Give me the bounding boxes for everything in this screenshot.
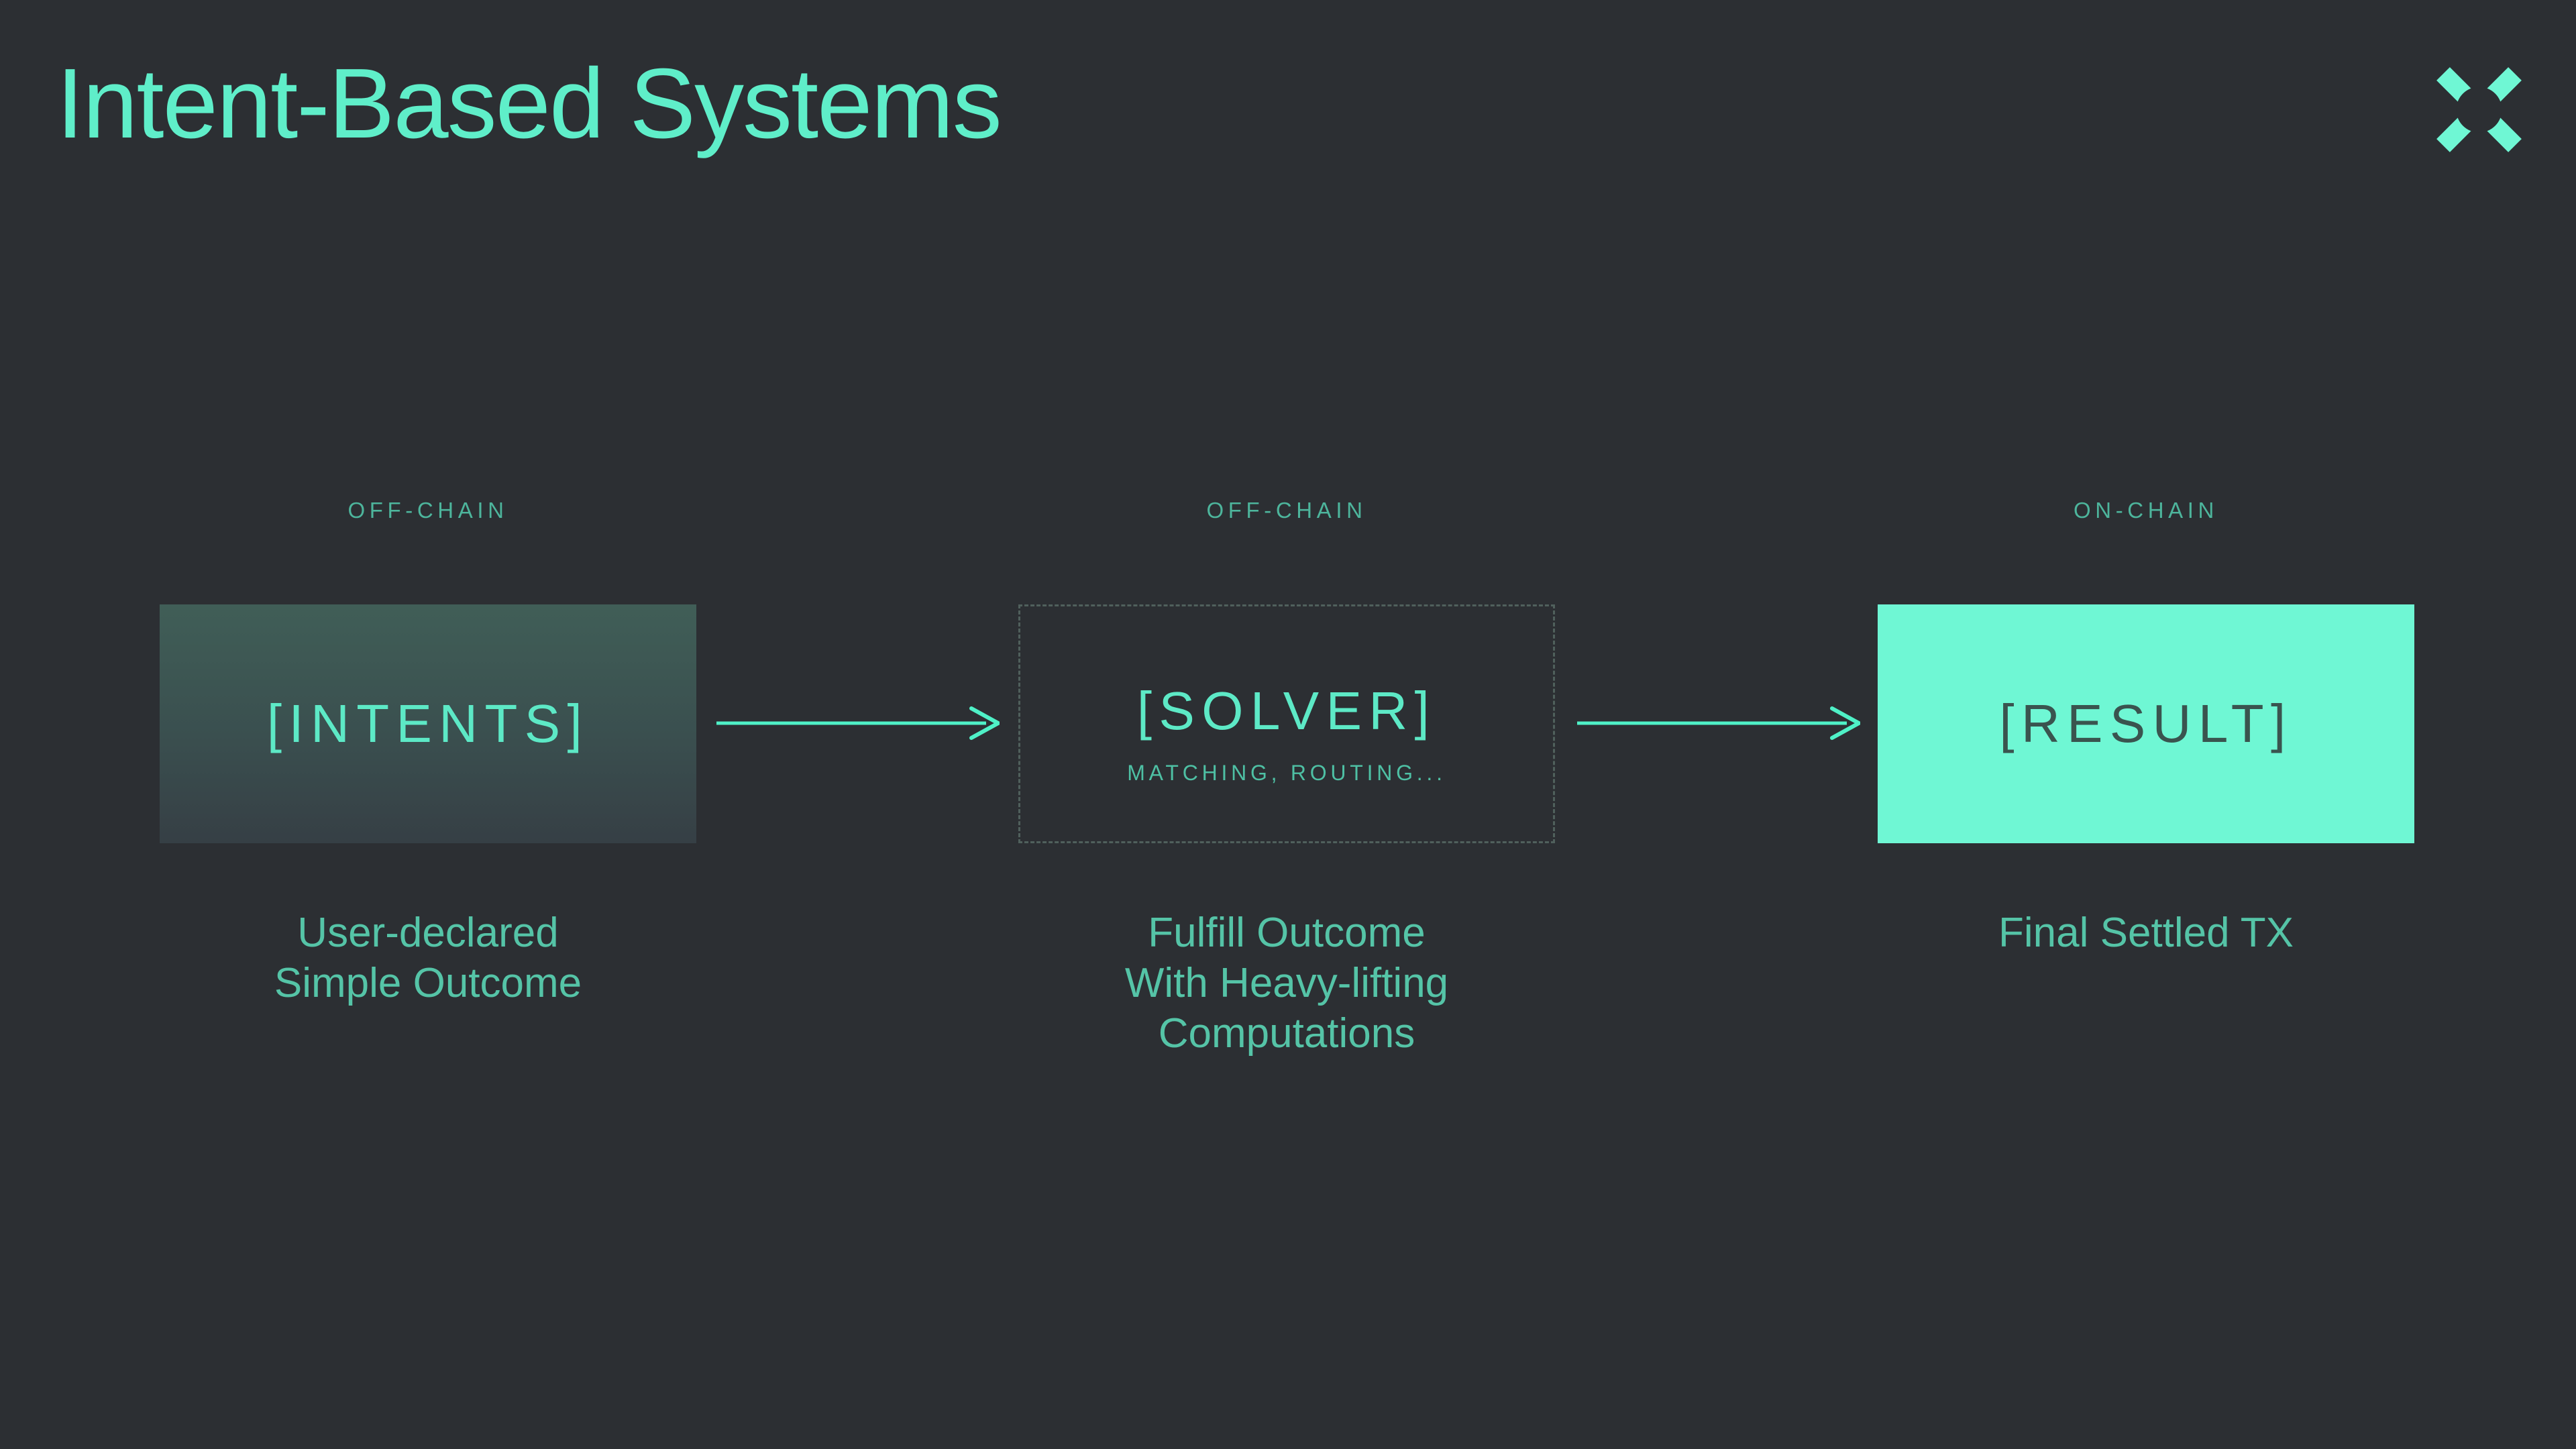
result-box-label: [RESULT] [1999, 694, 2293, 753]
solver-box-sublabel: MATCHING, ROUTING... [1127, 761, 1446, 785]
x-mark-logo-icon [2436, 67, 2522, 152]
chain-label-result: ON-CHAIN [2074, 498, 2218, 523]
chain-label-solver: OFF-CHAIN [1206, 498, 1367, 523]
intents-box: [INTENTS] [160, 604, 696, 843]
arrow-intents-to-solver-icon [715, 702, 1000, 744]
page-title: Intent-Based Systems [56, 48, 1002, 159]
intents-caption: User-declared Simple Outcome [274, 910, 582, 1006]
result-caption: Final Settled TX [1998, 910, 2294, 956]
arrow-solver-to-result-icon [1576, 702, 1861, 744]
stage-result: ON-CHAIN [RESULT] Final Settled TX [1878, 497, 2414, 958]
solver-box-label: [SOLVER] [1136, 681, 1437, 741]
stage-solver: OFF-CHAIN [SOLVER] MATCHING, ROUTING... … [1018, 497, 1555, 1059]
chain-label-intents: OFF-CHAIN [347, 498, 508, 523]
stage-intents: OFF-CHAIN [INTENTS] User-declared Simple… [160, 497, 696, 1008]
solver-caption: Fulfill Outcome With Heavy-lifting Compu… [1124, 910, 1449, 1057]
intents-box-label: [INTENTS] [266, 694, 590, 753]
solver-box: [SOLVER] MATCHING, ROUTING... [1018, 604, 1555, 843]
result-box: [RESULT] [1878, 604, 2414, 843]
